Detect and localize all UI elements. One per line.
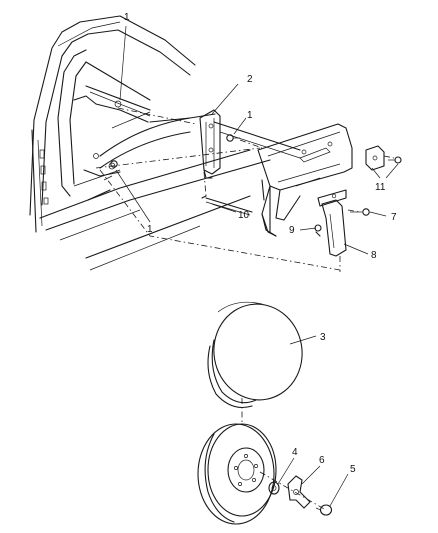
lock-cap — [315, 504, 333, 516]
bolt-upper — [226, 134, 240, 142]
vehicle-body-outline — [29, 15, 271, 271]
callout-1-upper: 1 — [124, 12, 130, 23]
callout-1-right: 1 — [247, 110, 253, 121]
callout-1-lower: 1 — [147, 224, 153, 235]
callout-7: 7 — [391, 212, 397, 223]
callout-8: 8 — [371, 250, 377, 261]
callout-10: 10 — [238, 210, 250, 221]
latch-screw — [388, 156, 402, 164]
callout-5: 5 — [350, 464, 356, 475]
spare-tire-wheel — [197, 423, 277, 525]
callout-4: 4 — [292, 447, 298, 458]
callout-6: 6 — [319, 455, 325, 466]
latch-plate — [365, 145, 385, 171]
wheel-washer — [268, 481, 280, 495]
leader-lines — [115, 25, 399, 507]
callout-2: 2 — [247, 74, 253, 85]
wing-nut — [287, 475, 311, 509]
bolt-lower-left — [110, 160, 118, 168]
callout-11: 11 — [375, 182, 386, 193]
hinge-support-bracket — [317, 189, 347, 257]
callout-9: 9 — [289, 225, 295, 236]
tire-carrier-panel — [257, 123, 353, 237]
bolt-9 — [314, 224, 322, 237]
bolt-7 — [350, 208, 370, 216]
assembly-centerlines — [95, 107, 395, 511]
spare-tire-cover — [207, 301, 303, 409]
callout-labels: 1 2 1 1 10 11 7 9 8 3 4 6 5 — [124, 12, 397, 475]
callout-3: 3 — [320, 332, 326, 343]
